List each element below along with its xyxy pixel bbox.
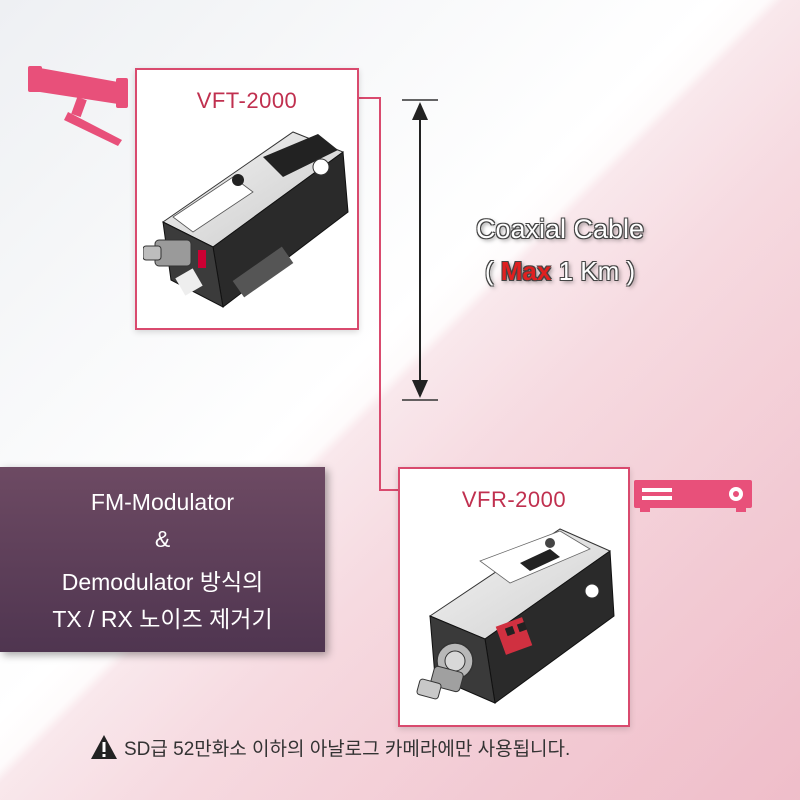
notice-text: SD급 52만화소 이하의 아날로그 카메라에만 사용됩니다. — [124, 734, 570, 761]
transmitter-device-image — [143, 122, 353, 322]
max-label: Max — [501, 256, 552, 286]
open-paren: ( — [485, 256, 494, 286]
cable-distance: ( Max 1 Km ) — [440, 256, 680, 287]
notice: SD급 52만화소 이하의 아날로그 카메라에만 사용됩니다. — [90, 732, 730, 762]
method-panel: FM-Modulator & Demodulator 방식의 TX / RX 노… — [0, 467, 325, 652]
method-line-3: Demodulator 방식의 — [0, 563, 325, 597]
warning-icon — [90, 734, 118, 760]
method-line-2: & — [0, 526, 325, 553]
transmitter-box: VFT-2000 — [135, 68, 359, 330]
cctv-camera-icon — [20, 62, 135, 152]
transmitter-title: VFT-2000 — [137, 88, 357, 114]
distance-arrow — [380, 98, 460, 498]
distance-value: 1 Km — [559, 256, 620, 286]
close-paren: ) — [626, 256, 635, 286]
receiver-box: VFR-2000 — [398, 467, 630, 727]
method-line-4: TX / RX 노이즈 제거기 — [0, 600, 325, 634]
receiver-device-image — [410, 521, 622, 721]
method-line-1: FM-Modulator — [0, 489, 325, 516]
cable-label: Coaxial Cable — [440, 214, 680, 245]
dvr-recorder-icon — [632, 476, 754, 514]
